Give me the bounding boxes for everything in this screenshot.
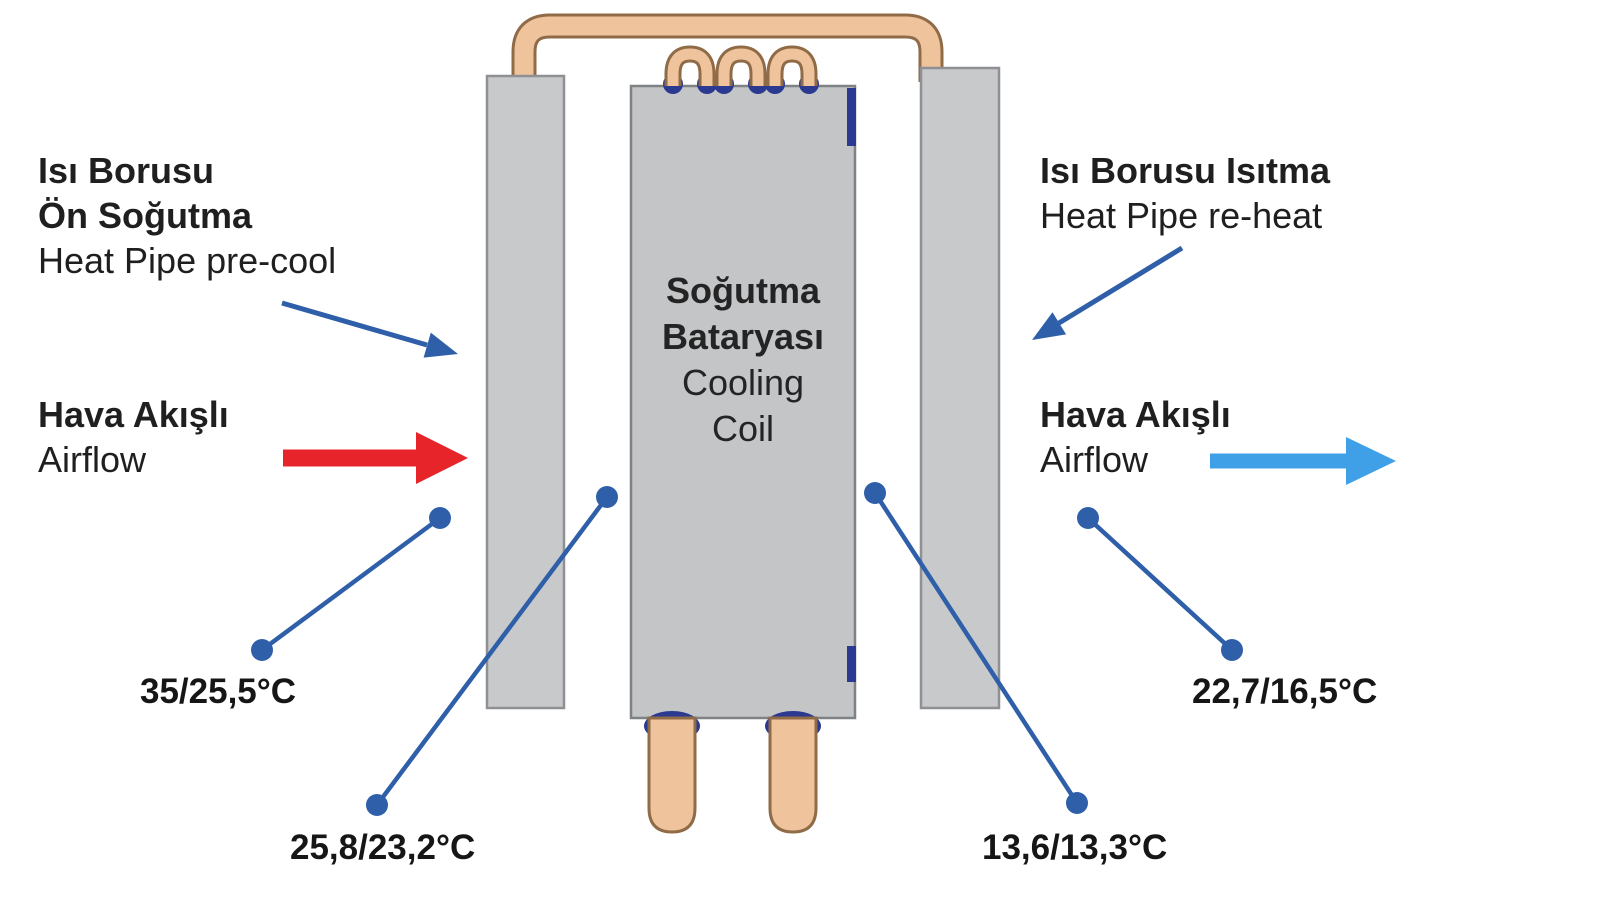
reheat-pointer-arrow <box>1032 245 1184 340</box>
precool-label: Isı Borusu Ön Soğutma Heat Pipe pre-cool <box>38 148 336 283</box>
airflow-in-arrow <box>283 432 468 484</box>
airflow-out-label-en: Airflow <box>1040 439 1149 480</box>
temp-callout-inlet <box>251 507 451 661</box>
temp-inlet: 35/25,5°C <box>140 672 297 711</box>
airflow-out-label-tr: Hava Akışlı <box>1040 394 1231 435</box>
reheat-panel <box>919 66 1001 710</box>
reheat-label-tr: Isı Borusu Isıtma <box>1040 150 1331 191</box>
cooling-coil-label-en-1: Cooling <box>681 362 805 403</box>
airflow-out-label: Hava Akışlı Airflow <box>1040 392 1231 482</box>
temp-outlet: 22,7/16,5°C <box>1192 672 1378 711</box>
temp-callout-after-coil <box>864 482 1088 814</box>
airflow-in-label-en: Airflow <box>38 439 147 480</box>
temp-callout-outlet <box>1077 507 1243 661</box>
cooling-coil-label-tr-2: Bataryası <box>661 316 825 357</box>
airflow-in-label: Hava Akışlı Airflow <box>38 392 229 482</box>
precool-label-tr-2: Ön Soğutma <box>38 195 252 236</box>
cooling-coil-label-en-2: Coil <box>711 408 774 449</box>
airflow-out-arrow <box>1210 437 1396 485</box>
temp-callout-after-precool <box>366 486 618 816</box>
temp-after-precool: 25,8/23,2°C <box>290 828 476 867</box>
precool-label-tr-1: Isı Borusu <box>38 150 215 191</box>
airflow-in-label-tr: Hava Akışlı <box>38 394 229 435</box>
coil-top-ubends <box>663 45 819 94</box>
temp-after-coil: 13,6/13,3°C <box>982 828 1168 867</box>
cooling-coil-label-tr-1: Soğutma <box>665 270 820 311</box>
cooling-coil-body <box>629 84 857 720</box>
precool-pointer-arrow <box>281 300 458 358</box>
coil-bottom-tubes <box>644 711 821 834</box>
reheat-label-en: Heat Pipe re-heat <box>1040 195 1323 236</box>
coil-connector-accent <box>847 88 856 682</box>
cooling-coil-label: Soğutma Bataryası Cooling Coil <box>631 268 855 452</box>
reheat-label: Isı Borusu Isıtma Heat Pipe re-heat <box>1040 148 1330 238</box>
heat-pipe-loop <box>511 13 944 86</box>
precool-label-en: Heat Pipe pre-cool <box>38 240 337 281</box>
precool-panel <box>485 74 566 710</box>
